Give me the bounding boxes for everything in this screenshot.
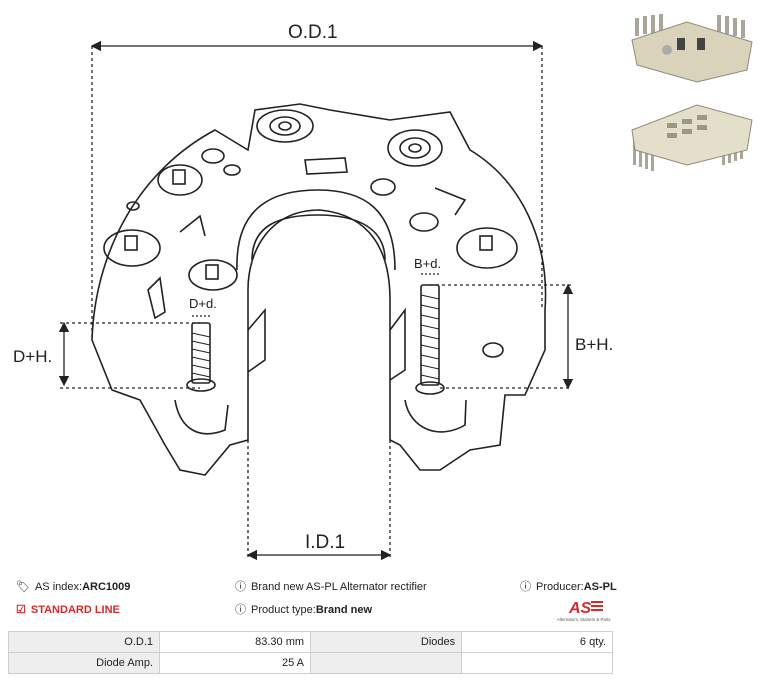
as-index-label: AS index: bbox=[34, 581, 83, 593]
parameters-table: O.D.1 83.30 mm Diodes 6 qty. Diode Amp. … bbox=[7, 631, 613, 674]
param-value: 6 qty. bbox=[461, 631, 613, 653]
rectifier-photo-bottom bbox=[631, 104, 753, 171]
product-type-value: Brand new bbox=[315, 604, 373, 616]
param-value bbox=[461, 652, 613, 674]
table-row: O.D.1 83.30 mm Diodes 6 qty. bbox=[7, 631, 613, 653]
rectifier-photo-top bbox=[631, 14, 753, 83]
product-type: ⓘ Product type: Brand new bbox=[235, 603, 372, 617]
id1-label: I.D.1 bbox=[305, 532, 345, 553]
param-label: Diode Amp. bbox=[7, 652, 161, 674]
producer-value: AS-PL bbox=[583, 581, 617, 593]
logo-tagline: Alternators, Starters & Parts bbox=[557, 617, 611, 622]
producer-label: Producer: bbox=[536, 581, 584, 593]
dd-label: D+d. bbox=[189, 296, 217, 311]
standard-line: ☑ STANDARD LINE bbox=[16, 603, 120, 617]
tags-icon: 🏷 bbox=[16, 581, 30, 593]
as-index-value: ARC1009 bbox=[82, 581, 131, 593]
brand-new-text: Brand new AS-PL Alternator rectifier bbox=[251, 581, 427, 593]
od1-label: O.D.1 bbox=[288, 22, 338, 43]
info-circle-icon: ⓘ bbox=[235, 581, 246, 593]
param-label: Diodes bbox=[310, 631, 463, 653]
param-value: 25 A bbox=[159, 652, 312, 674]
bh-label: B+H. bbox=[575, 335, 613, 354]
logo-text: AS bbox=[568, 600, 592, 617]
product-type-label: Product type: bbox=[251, 604, 316, 616]
bd-label: B+d. bbox=[414, 256, 441, 271]
rectifier-technical-drawing: O.D.1 I.D.1 D+H. B+H. D+d. B+d. bbox=[13, 22, 613, 561]
brand-new-note: ⓘ Brand new AS-PL Alternator rectifier bbox=[235, 580, 427, 594]
info-circle-icon: ⓘ bbox=[520, 581, 531, 593]
param-value: 83.30 mm bbox=[159, 631, 312, 653]
as-pl-logo: AS Alternators, Starters & Parts bbox=[557, 600, 611, 622]
dimension-lines bbox=[58, 40, 574, 561]
as-index: 🏷 AS index: ARC1009 bbox=[16, 580, 130, 594]
standard-line-label: STANDARD LINE bbox=[30, 604, 120, 616]
dh-label: D+H. bbox=[13, 347, 52, 366]
info-circle-icon: ⓘ bbox=[235, 604, 246, 616]
param-label: O.D.1 bbox=[7, 631, 161, 653]
rectifier-outline bbox=[91, 103, 547, 476]
param-label bbox=[310, 652, 463, 674]
check-square-icon: ☑ bbox=[16, 604, 26, 616]
producer: ⓘ Producer: AS-PL bbox=[520, 580, 617, 594]
table-row: Diode Amp. 25 A bbox=[7, 652, 613, 674]
